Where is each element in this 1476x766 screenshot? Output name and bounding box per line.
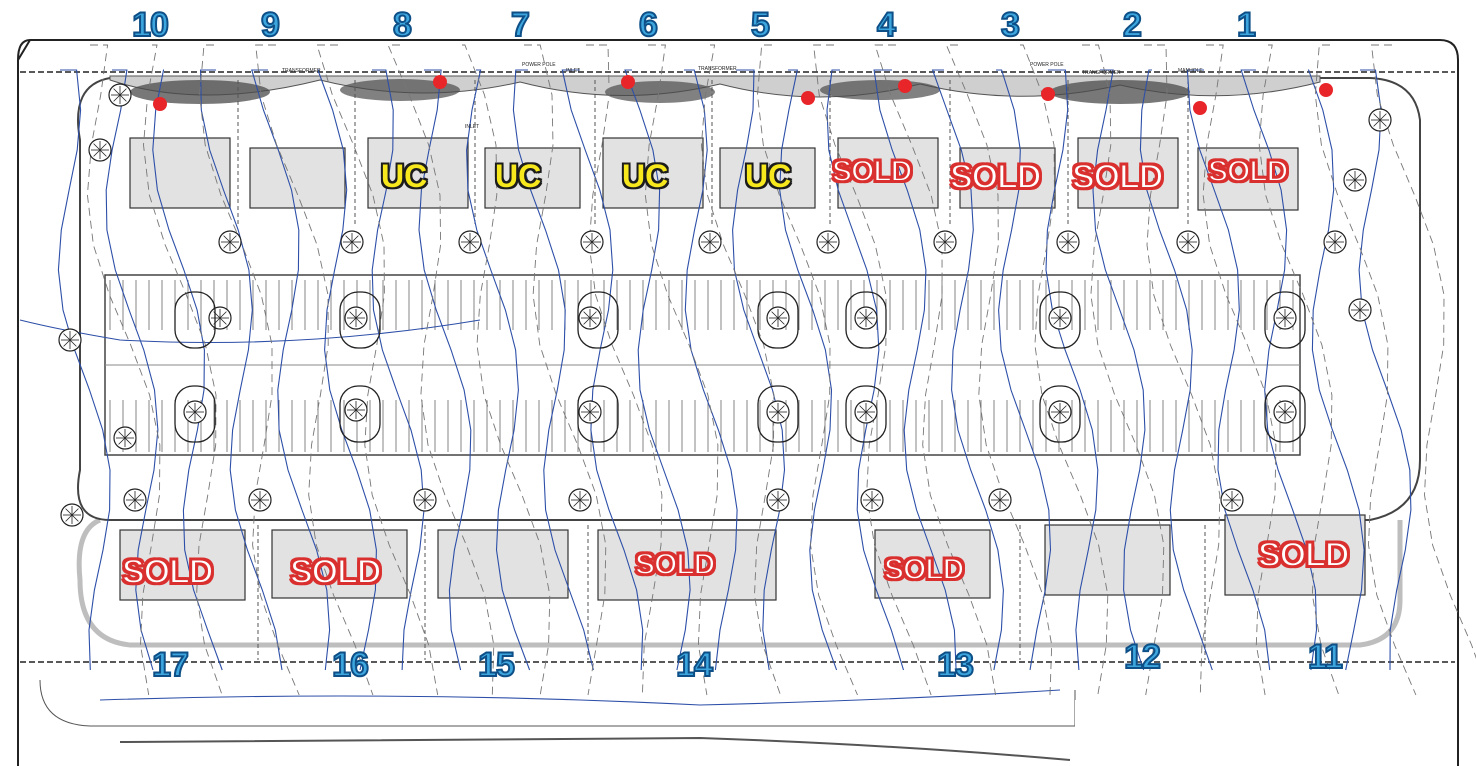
lot-number-10: 10 (131, 6, 170, 44)
lot-number-11: 11 (1307, 638, 1344, 676)
inlet-label: INLET (465, 124, 479, 130)
utility-markers (153, 75, 1333, 115)
status-badge-sold: SOLD (1207, 155, 1289, 188)
status-badge-sold: SOLD (831, 155, 913, 188)
contour-lines (19, 69, 1412, 706)
status-badge-sold: SOLD (634, 548, 716, 581)
lot-dividers (237, 80, 1206, 660)
status-badge-uc: UC (622, 158, 669, 194)
manhole-label: MANHOLE (1178, 68, 1203, 74)
status-badge-sold: SOLD (1071, 158, 1164, 196)
lot-number-14: 14 (675, 646, 714, 684)
existing-contour-lines (86, 44, 1476, 696)
status-badge-uc: UC (745, 158, 792, 194)
bottom-lots-curb (76, 517, 1403, 648)
lot-number-15: 15 (477, 646, 516, 684)
lot-number-1: 1 (1236, 6, 1257, 44)
planting-bed (340, 79, 460, 101)
lot-number-13: 13 (936, 646, 975, 684)
power-pole-label: POWER POLE (1030, 62, 1064, 68)
planting-bed (820, 80, 940, 100)
status-badge-sold: SOLD (1257, 536, 1350, 574)
status-badge-sold: SOLD (949, 158, 1042, 196)
lot-number-9: 9 (260, 6, 281, 44)
status-badge-sold: SOLD (121, 553, 214, 591)
lot-number-8: 8 (392, 6, 413, 44)
status-badge-sold: SOLD (289, 553, 382, 591)
lot-number-3: 3 (1000, 6, 1021, 44)
lot-number-16: 16 (331, 646, 370, 684)
status-badge-uc: UC (495, 158, 542, 194)
lot-number-4: 4 (876, 6, 897, 44)
power-pole-label: POWER POLE (522, 62, 556, 68)
site-boundary (17, 38, 1459, 766)
lot-number-2: 2 (1122, 6, 1143, 44)
parking-stalls (109, 280, 1294, 452)
blank-area (1075, 700, 1445, 766)
transformer-label: TRANSFORMER (698, 66, 737, 72)
transformer-label: TRANSFORMER (1082, 70, 1121, 76)
bottom-buildings (119, 514, 1366, 601)
lot-number-17: 17 (151, 646, 190, 684)
road-edge (39, 679, 1076, 727)
planting-bed (1050, 80, 1190, 104)
lot-number-5: 5 (750, 6, 771, 44)
lot-number-7: 7 (510, 6, 531, 44)
road-line (119, 736, 1071, 761)
transformer-label: TRANSFORMER (282, 68, 321, 74)
status-badge-uc: UC (381, 158, 428, 194)
tree-symbols (58, 83, 1392, 527)
inlet-label: INLET (566, 68, 580, 74)
status-badge-sold: SOLD (883, 553, 965, 586)
lot-number-6: 6 (638, 6, 659, 44)
lot-number-12: 12 (1123, 638, 1162, 676)
